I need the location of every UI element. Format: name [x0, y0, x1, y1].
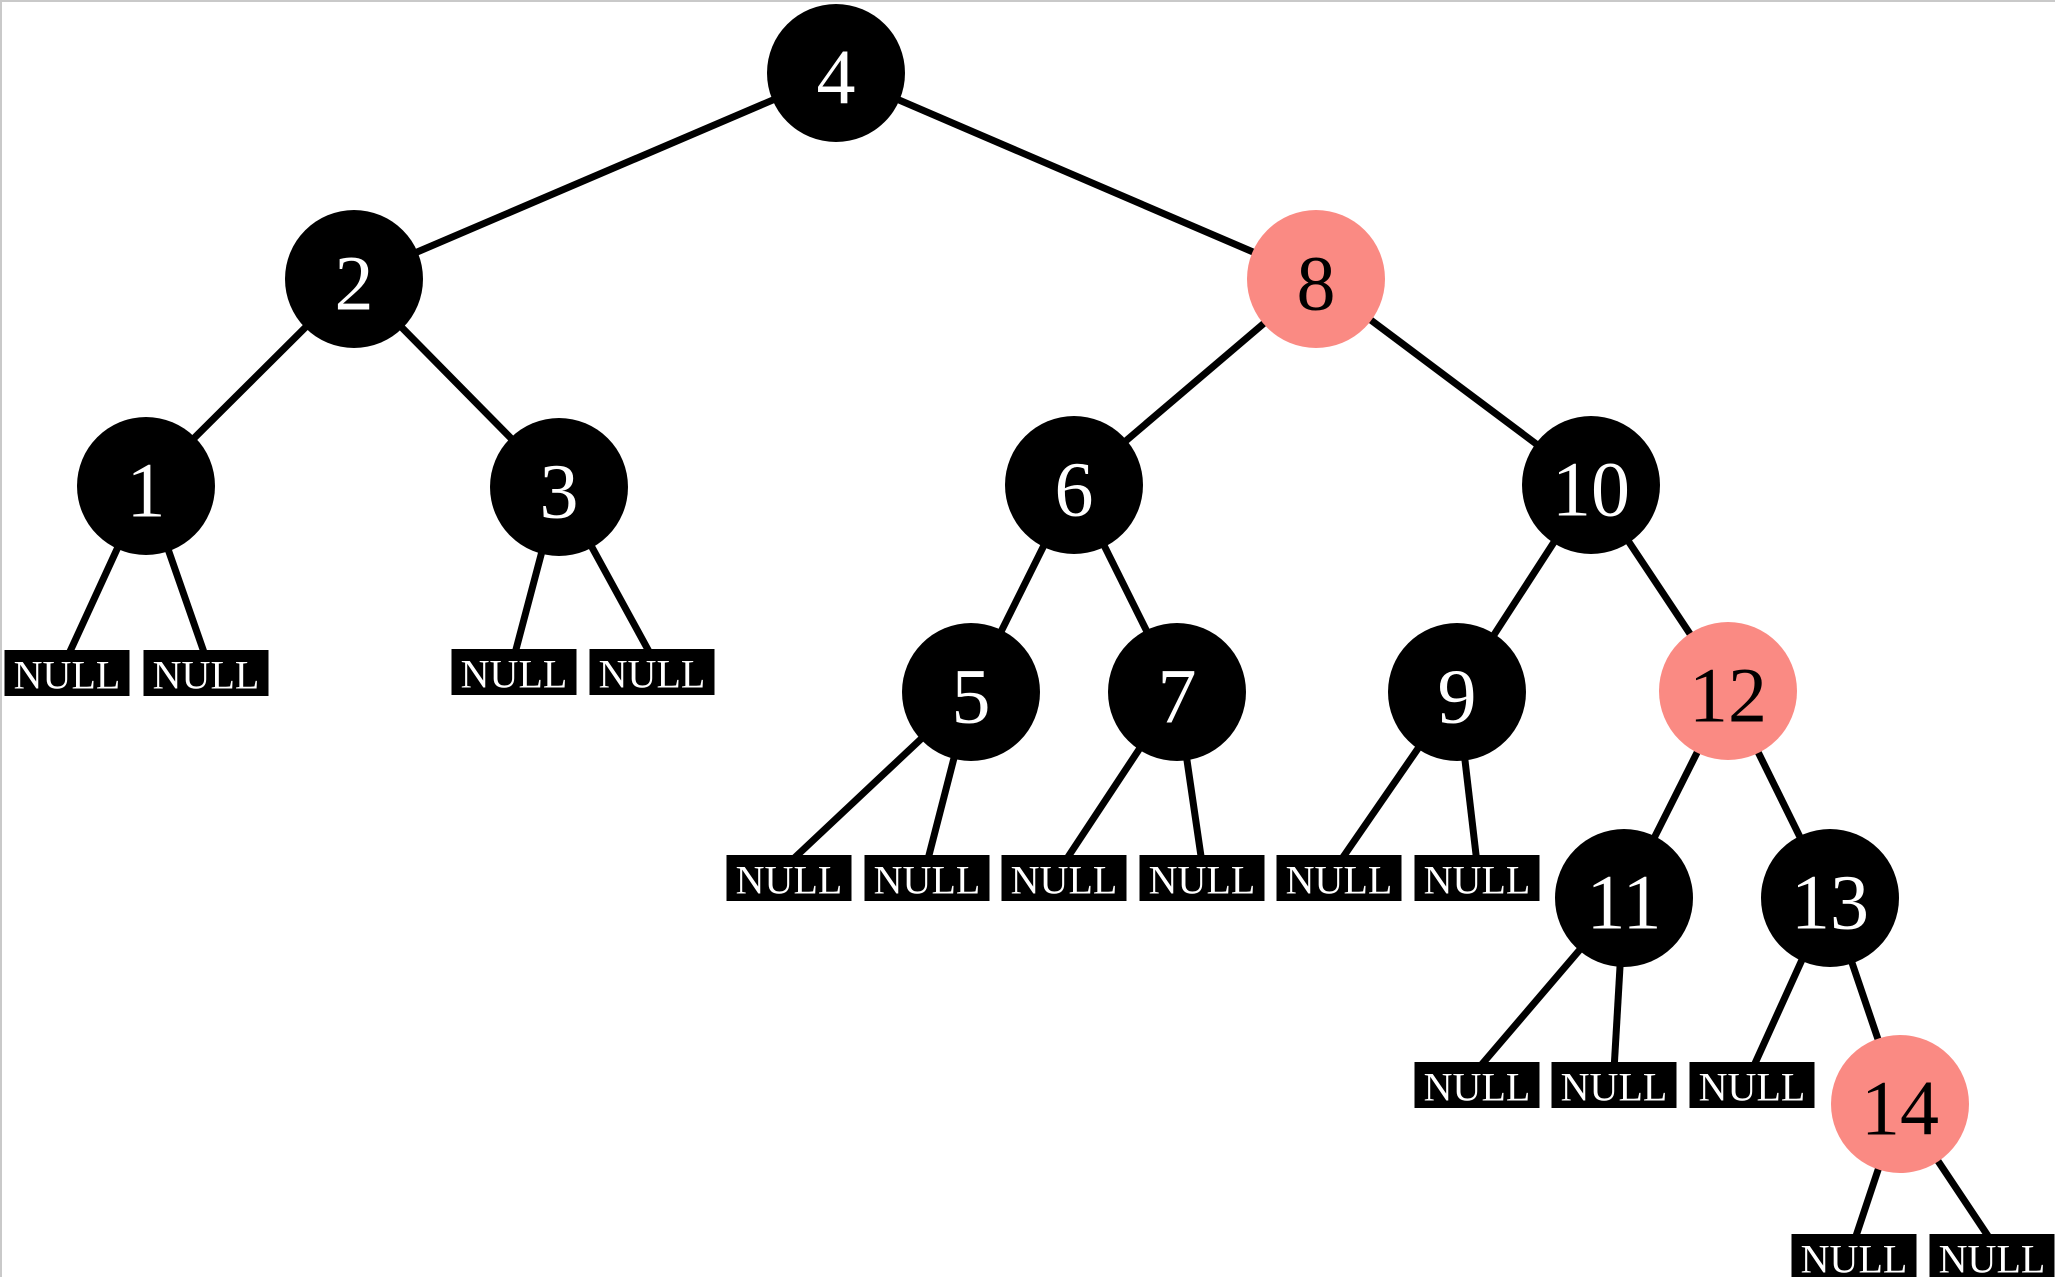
- null-leaf-box-n12: [1551, 1062, 1677, 1108]
- tree-node-11-black: [1555, 829, 1693, 967]
- null-leaf-box-n1: [4, 650, 130, 696]
- null-leaf-box-n9: [1276, 855, 1402, 901]
- tree-edge-4-2: [352, 69, 838, 283]
- tree-node-label-10: 10: [1552, 446, 1630, 533]
- null-leaf-label-n12: NULL: [1561, 1065, 1668, 1110]
- null-leaf-box-n10: [1414, 855, 1540, 901]
- null-leaf-box-n5: [726, 855, 852, 901]
- tree-node-7-black: [1108, 623, 1246, 761]
- tree-node-label-13: 13: [1791, 859, 1869, 946]
- tree-node-14-red: [1831, 1035, 1969, 1173]
- tree-node-5-black: [902, 623, 1040, 761]
- tree-node-10-black: [1522, 416, 1660, 554]
- null-leaf-label-n7: NULL: [1011, 858, 1118, 903]
- tree-node-1-black: [77, 417, 215, 555]
- tree-node-4-black: [767, 4, 905, 142]
- tree-node-label-14: 14: [1861, 1065, 1939, 1152]
- null-leaf-box-n6: [864, 855, 990, 901]
- null-leaf-label-n9: NULL: [1286, 858, 1393, 903]
- null-leaf-box-n3: [451, 649, 577, 695]
- null-leaf-label-n11: NULL: [1424, 1065, 1531, 1110]
- tree-node-3-black: [490, 418, 628, 556]
- tree-node-label-4: 4: [817, 34, 856, 121]
- null-leaf-box-n11: [1414, 1062, 1540, 1108]
- null-leaf-box-n2: [143, 650, 269, 696]
- tree-node-label-6: 6: [1055, 446, 1094, 533]
- tree-node-label-12: 12: [1689, 652, 1767, 739]
- null-leaf-label-n4: NULL: [599, 652, 706, 697]
- tree-node-6-black: [1005, 416, 1143, 554]
- null-leaf-box-n15: [1929, 1234, 2055, 1277]
- null-leaf-label-n2: NULL: [153, 653, 260, 698]
- tree-node-label-1: 1: [127, 447, 166, 534]
- null-leaf-label-n5: NULL: [736, 858, 843, 903]
- tree-node-8-red: [1247, 210, 1385, 348]
- null-leaf-label-n1: NULL: [14, 653, 121, 698]
- null-leaf-box-n4: [589, 649, 715, 695]
- tree-node-label-5: 5: [952, 653, 991, 740]
- null-leaf-label-n6: NULL: [874, 858, 981, 903]
- null-leaf-box-n13: [1689, 1062, 1815, 1108]
- null-leaf-label-n15: NULL: [1939, 1237, 2046, 1277]
- null-leaf-label-n13: NULL: [1699, 1065, 1806, 1110]
- tree-edge-4-8: [834, 69, 1318, 283]
- null-leaf-label-n10: NULL: [1424, 858, 1531, 903]
- tree-node-label-2: 2: [335, 240, 374, 327]
- null-leaf-label-n3: NULL: [461, 652, 568, 697]
- null-leaf-box-n7: [1001, 855, 1127, 901]
- null-leaf-box-n8: [1139, 855, 1265, 901]
- tree-node-12-red: [1659, 622, 1797, 760]
- tree-node-label-9: 9: [1438, 653, 1477, 740]
- tree-node-9-black: [1388, 623, 1526, 761]
- null-leaf-label-n8: NULL: [1149, 858, 1256, 903]
- null-leaf-label-n14: NULL: [1801, 1237, 1908, 1277]
- null-leaf-box-n14: [1791, 1234, 1917, 1277]
- tree-node-2-black: [285, 210, 423, 348]
- tree-node-label-11: 11: [1586, 859, 1661, 946]
- tree-node-label-3: 3: [540, 448, 579, 535]
- tree-node-label-7: 7: [1158, 653, 1197, 740]
- tree-node-label-8: 8: [1297, 240, 1336, 327]
- tree-node-13-black: [1761, 829, 1899, 967]
